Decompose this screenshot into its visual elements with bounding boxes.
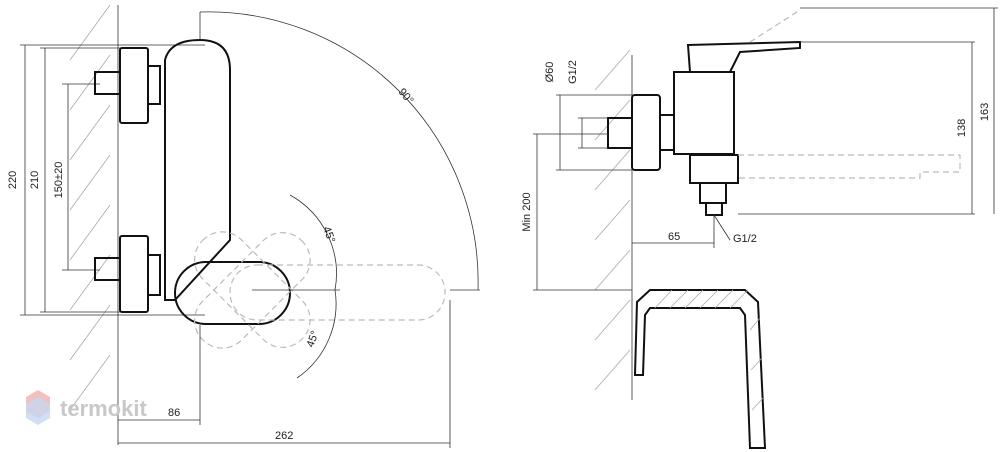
- side-dimensions: Ø60 G1/2 Min 200 65 G1/2 138 163: [521, 7, 998, 291]
- dim-thread-bottom-label: G1/2: [733, 233, 757, 245]
- termokit-logo: termokit: [26, 390, 147, 425]
- dim-min-200-label: Min 200: [521, 192, 533, 231]
- angle-90-label: 90°: [396, 86, 416, 106]
- dim-220-label: 220: [7, 171, 19, 189]
- front-horizontal-dimensions: 86 262: [118, 300, 451, 448]
- dim-65-label: 65: [668, 231, 680, 243]
- dim-thread-top-label: G1/2: [567, 60, 579, 84]
- dim-diameter-label: Ø60: [544, 62, 556, 83]
- dim-262-label: 262: [275, 430, 293, 442]
- angle-45-top-label: 45°: [320, 225, 337, 245]
- mixer-front-body: [94, 38, 291, 325]
- dim-210-label: 210: [29, 171, 41, 189]
- wall-hatching-right: [594, 49, 633, 400]
- dim-163-label: 163: [979, 103, 991, 121]
- dim-150-label: 150±20: [53, 162, 65, 199]
- front-vertical-dimensions: 220 210 150±20: [7, 44, 205, 316]
- logo-brand-text: termokit: [60, 396, 147, 421]
- handle-ghost-positions: [193, 231, 446, 349]
- dim-86-label: 86: [168, 407, 180, 419]
- dim-138-label: 138: [956, 119, 968, 137]
- wall-hatching-left: [69, 4, 119, 445]
- mixer-side-body: [607, 9, 961, 216]
- bathtub-section: [633, 289, 767, 449]
- angle-45-bottom-label: 45°: [305, 329, 322, 349]
